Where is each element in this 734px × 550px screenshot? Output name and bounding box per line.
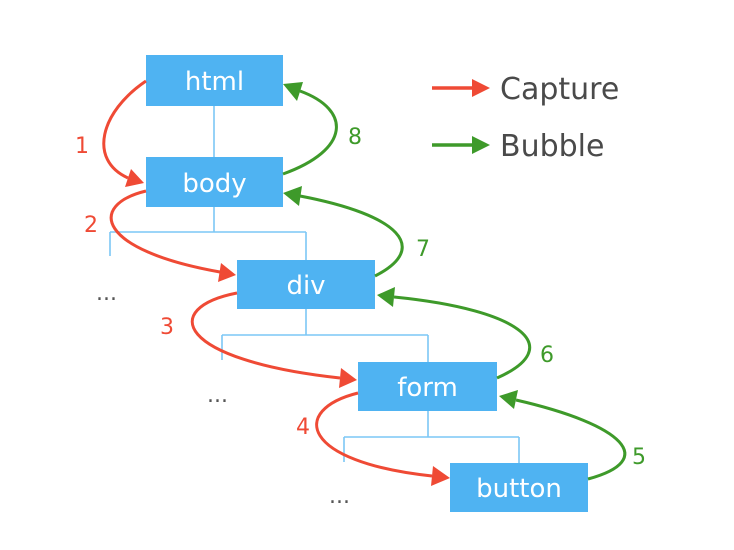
legend-capture: Capture	[432, 72, 619, 107]
ellipsis-1: ...	[96, 281, 117, 306]
node-button: button	[450, 463, 588, 512]
node-form: form	[358, 362, 497, 411]
bubble-step-6: 6	[540, 343, 554, 368]
capture-step-2: 2	[84, 213, 98, 238]
node-html-label: html	[185, 67, 244, 97]
legend-capture-label: Capture	[500, 72, 619, 107]
bubble-step-5: 5	[632, 445, 646, 470]
ellipsis-2: ...	[207, 383, 228, 408]
legend: Capture Bubble	[432, 72, 619, 164]
node-div-label: div	[286, 271, 325, 301]
node-body: body	[146, 157, 283, 207]
legend-bubble-label: Bubble	[500, 129, 604, 164]
bubble-arrows	[282, 82, 627, 481]
node-form-label: form	[397, 373, 458, 403]
capture-step-3: 3	[160, 315, 174, 340]
node-button-label: button	[476, 474, 562, 504]
node-body-label: body	[182, 169, 246, 199]
ellipsis-3: ...	[329, 484, 350, 509]
node-html: html	[146, 55, 283, 106]
bubble-step-8: 8	[348, 125, 362, 150]
bubble-step-7: 7	[416, 237, 430, 262]
legend-bubble: Bubble	[432, 129, 604, 164]
capture-arrows	[102, 79, 450, 486]
capture-step-1: 1	[75, 134, 89, 159]
node-div: div	[237, 260, 375, 309]
capture-step-4: 4	[296, 415, 310, 440]
tree-connectors	[109, 106, 520, 463]
